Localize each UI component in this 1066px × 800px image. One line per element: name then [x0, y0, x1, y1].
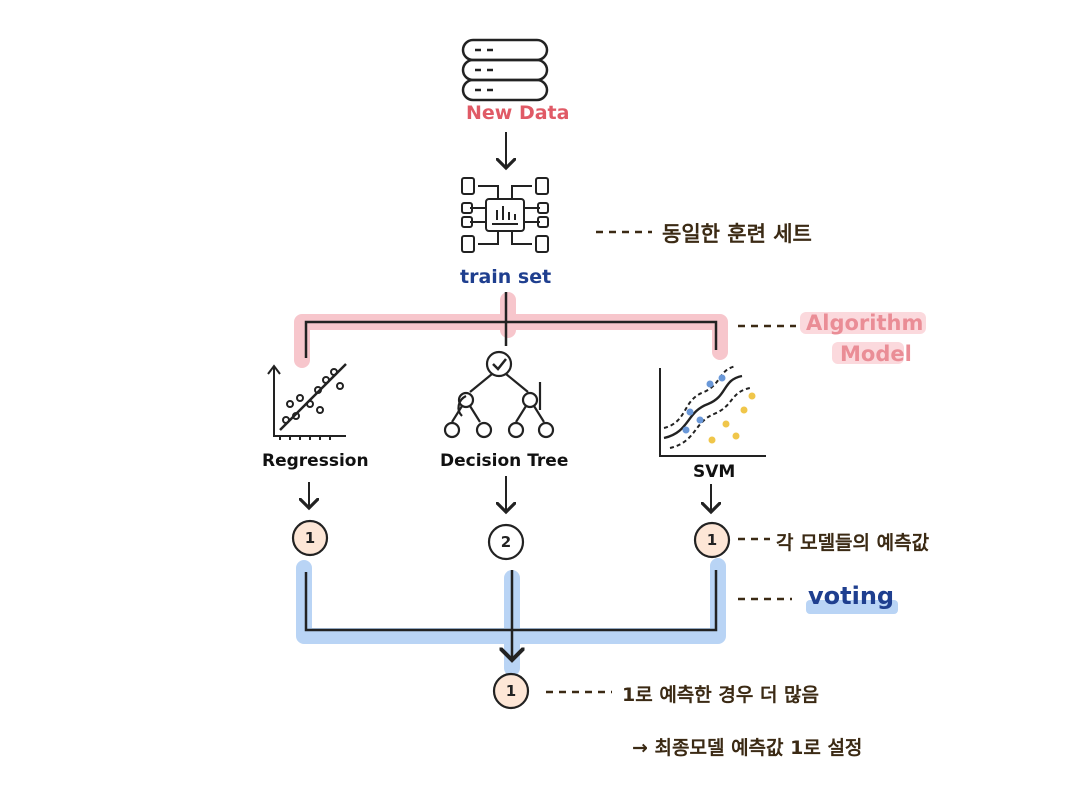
voting-label-highlight [806, 600, 898, 614]
new-data-label: New Data [466, 102, 570, 124]
majority-note: 1로 예측한 경우 더 많음 [622, 684, 819, 706]
database-icon [461, 38, 549, 102]
train-set-icon [461, 177, 549, 253]
prediction-final-value: 1 [506, 682, 516, 700]
same-train-set-note: 동일한 훈련 세트 [662, 222, 812, 246]
regression-icon [267, 363, 347, 440]
model-label-highlight [832, 342, 904, 364]
model-note: Model [840, 342, 912, 366]
decision-tree-label: Decision Tree [440, 451, 569, 471]
algorithm-highlight [294, 292, 728, 368]
prediction-decision-tree-value: 2 [501, 533, 511, 551]
prediction-badge-svm: 1 [693, 521, 731, 559]
algorithm-note: Algorithm [806, 311, 924, 335]
train-set-label: train set [460, 266, 552, 288]
prediction-badge-decision-tree: 2 [487, 523, 525, 561]
voting-bracket [304, 570, 718, 660]
decision-tree-icon [443, 350, 555, 439]
prediction-badge-final: 1 [492, 672, 530, 710]
each-prediction-note: 각 모델들의 예측값 [776, 532, 930, 554]
prediction-svm-value: 1 [707, 531, 717, 549]
final-prediction-note: → 최종모델 예측값 1로 설정 [632, 737, 863, 759]
prediction-badge-regression: 1 [291, 519, 329, 557]
regression-label: Regression [262, 451, 369, 471]
algorithm-label-highlight [800, 312, 926, 334]
svm-icon [659, 365, 766, 457]
voting-note: voting [808, 582, 895, 610]
prediction-regression-value: 1 [305, 529, 315, 547]
algorithm-bracket [304, 292, 718, 358]
svm-label: SVM [693, 462, 736, 482]
leader-lines [546, 230, 796, 694]
